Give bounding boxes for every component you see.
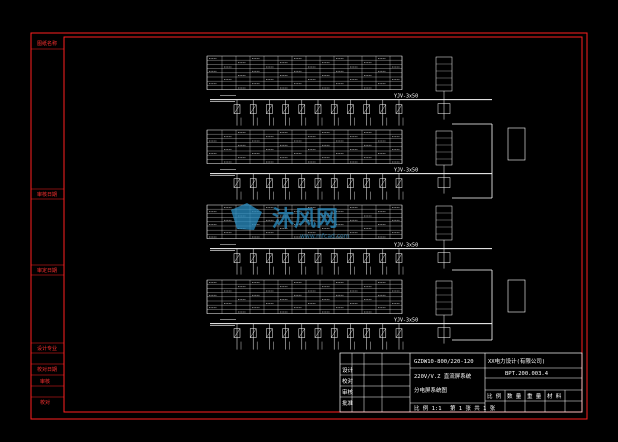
breaker-symbol (266, 104, 273, 114)
title-scale: 比 例 1:1 (414, 404, 442, 412)
margin-label-4: 校对日期 (37, 366, 57, 373)
breaker-symbol (363, 178, 370, 188)
breaker-symbol (282, 104, 289, 114)
title-drawing-name: 分电屏系统图 (414, 386, 448, 394)
breaker-symbol (233, 328, 241, 338)
breaker-symbol (249, 178, 257, 188)
breaker-symbol (395, 328, 403, 338)
title-sheet: 第 1 张 共 1 张 (450, 404, 496, 412)
breaker-symbol (347, 328, 354, 338)
cabinet-3: YJV-3x50 (206, 204, 492, 275)
breaker-symbol (330, 178, 338, 188)
margin-label-2: 审定日期 (37, 267, 57, 274)
watermark-leaf-icon (231, 203, 262, 230)
title-small-cell: 材 料 (547, 392, 562, 400)
breaker-symbol (330, 104, 338, 114)
bus-label: YJV-3x50 (394, 243, 418, 249)
breaker-symbol (347, 253, 354, 263)
breaker-symbol (395, 178, 403, 188)
breaker-symbol (363, 253, 370, 263)
breaker-symbol (233, 178, 241, 188)
breaker-symbol (314, 253, 322, 263)
breaker-symbol (266, 328, 273, 338)
breaker-symbol (314, 328, 322, 338)
incoming-switch (437, 252, 451, 263)
breaker-symbol (314, 104, 322, 114)
watermark-text: 沐风网 (272, 207, 338, 232)
title-spec: GZDW10-800/220-120 (414, 359, 474, 365)
right-bus-trunk (491, 124, 526, 340)
breaker-symbol (233, 253, 241, 263)
breaker-symbol (363, 328, 370, 338)
title-small-cell: 重 量 (527, 392, 542, 400)
breaker-symbol (266, 178, 273, 188)
breaker-symbol (347, 178, 354, 188)
title-company: XX电力设计(有限公司) (488, 357, 545, 365)
breaker-symbol (379, 178, 387, 188)
signature-row-label: 设计 (342, 366, 354, 374)
breaker-symbol (266, 253, 273, 263)
title-block: 设计校对审核批准比 例数 量重 量材 料 GZDW10-800/220-120 … (339, 352, 583, 413)
breaker-symbol (395, 253, 403, 263)
breaker-symbol (347, 104, 354, 114)
cabinet-1: YJV-3x50 (206, 55, 492, 126)
title-small-cell: 数 量 (507, 392, 522, 400)
breaker-symbol (249, 253, 257, 263)
breaker-symbol (330, 328, 338, 338)
incoming-switch (437, 177, 451, 188)
breaker-symbol (314, 178, 322, 188)
title-system-name: 220V/V.Z 直流屏系统 (414, 372, 472, 380)
breaker-symbol (330, 253, 338, 263)
side-panel-box-2 (507, 279, 526, 313)
title-small-cell: 比 例 (487, 392, 502, 400)
title-drawing-no: BPT.200.003.4 (505, 371, 549, 377)
breaker-symbol (363, 104, 370, 114)
breaker-symbol (298, 178, 306, 188)
breaker-symbol (233, 104, 241, 114)
breaker-symbol (298, 253, 306, 263)
signature-row-label: 批准 (342, 399, 354, 407)
incoming-switch (437, 103, 451, 114)
side-panel-box-1 (507, 127, 526, 161)
watermark-url: www.mfcad.com (300, 233, 350, 240)
bus-label: YJV-3x50 (394, 94, 418, 100)
margin-label-1: 审核日期 (37, 191, 57, 198)
breaker-symbol (249, 328, 257, 338)
cabinet-2: YJV-3x50 (206, 129, 492, 200)
breaker-symbol (249, 104, 257, 114)
margin-label-5: 审核 (40, 378, 50, 385)
breaker-symbol (379, 253, 387, 263)
signature-row-label: 校对 (342, 377, 354, 385)
breaker-symbol (282, 328, 289, 338)
bus-label: YJV-3x50 (394, 318, 418, 324)
breaker-symbol (298, 104, 306, 114)
margin-label-3: 设计专业 (37, 345, 57, 352)
breaker-symbol (282, 178, 289, 188)
incoming-switch (437, 327, 451, 338)
margin-label-6: 校对 (40, 399, 50, 406)
breaker-symbol (379, 328, 387, 338)
breaker-symbol (379, 104, 387, 114)
left-margin-labels: 图纸名称 审核日期 审定日期 设计专业 校对日期 审核 校对 (31, 40, 64, 406)
breaker-symbol (282, 253, 289, 263)
title-block-signature-grid: 设计校对审核批准 比 例数 量重 量材 料 (340, 353, 562, 412)
outer-frame (30, 32, 588, 420)
watermark-logo: 沐风网 www.mfcad.com (231, 203, 350, 240)
cabinet-4: YJV-3x50 (206, 279, 492, 350)
signature-row-label: 审核 (342, 388, 354, 396)
inner-frame (63, 36, 583, 413)
margin-label-0: 图纸名称 (37, 40, 57, 47)
bus-label: YJV-3x50 (394, 168, 418, 174)
breaker-symbol (298, 328, 306, 338)
breaker-symbol (395, 104, 403, 114)
